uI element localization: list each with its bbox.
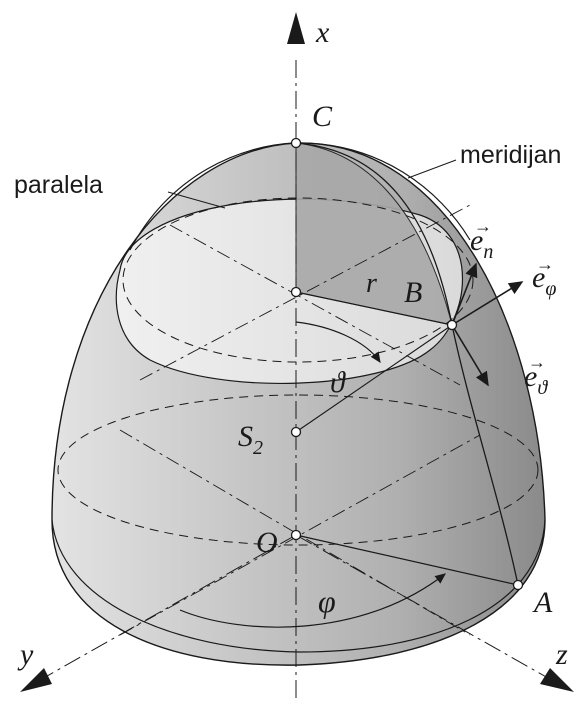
svg-text:→: → (474, 216, 492, 236)
lower-dashed-ellipse (57, 394, 539, 546)
point-S2 (290, 426, 302, 438)
x-axis-arrow (287, 12, 305, 44)
svg-text:eφ: eφ (532, 261, 556, 300)
parallel-label: paralela (14, 171, 103, 199)
radius-label: r (366, 268, 377, 299)
bottom-rim (51, 519, 546, 653)
o-to-a-line (295, 534, 519, 586)
y-axis (39, 534, 297, 681)
z-axis (295, 534, 549, 679)
label-C: C (312, 100, 333, 133)
e-n-vector (451, 262, 478, 326)
meridian-wedge (295, 142, 453, 326)
construction-line-4 (119, 434, 481, 636)
e-theta-label: → eϑ (524, 352, 548, 399)
point-axis-parallel (290, 286, 302, 298)
svg-text:en: en (470, 224, 493, 263)
label-S2: S2 (238, 420, 263, 459)
x-axis-label: x (315, 16, 330, 49)
phi-arc (179, 573, 446, 628)
e-n-label: → en (470, 216, 493, 263)
e-phi-vector (451, 281, 524, 326)
label-A: A (532, 586, 553, 619)
svg-text:→: → (536, 254, 554, 274)
construction-line-1 (139, 204, 471, 381)
meridian-label: meridijan (460, 141, 561, 169)
meridian-leader (407, 159, 457, 179)
radius-line (295, 291, 453, 326)
point-B (446, 319, 458, 331)
theta-arc (295, 321, 381, 363)
point-C (290, 137, 302, 149)
construction-line-2 (169, 224, 461, 386)
z-axis-arrow (540, 668, 574, 692)
label-O: O (256, 526, 278, 559)
parallel-leader (167, 191, 226, 209)
svg-text:→: → (528, 352, 546, 372)
z-axis-label: z (555, 638, 568, 671)
parallel-ellipse (122, 197, 474, 363)
point-O (290, 529, 302, 541)
theta-label: ϑ (330, 366, 347, 399)
y-axis-label: y (17, 638, 34, 671)
e-theta-vector (451, 324, 489, 387)
s2-to-b-line (295, 324, 453, 433)
y-axis-arrow (20, 668, 52, 692)
point-A (512, 579, 524, 591)
label-B: B (404, 276, 422, 309)
phi-label: φ (318, 583, 336, 619)
e-phi-label: → eφ (532, 254, 556, 300)
svg-text:eϑ: eϑ (524, 360, 548, 399)
